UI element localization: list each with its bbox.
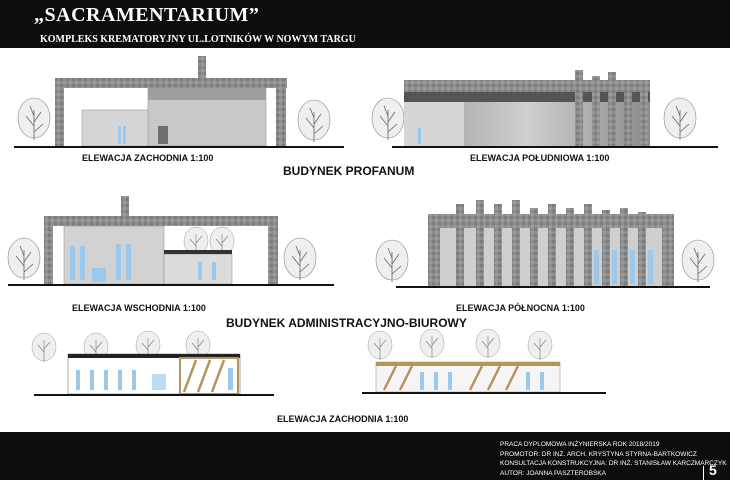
credit-line: AUTOR: JOANNA PASZTEROBSKA	[500, 469, 606, 477]
section-heading-administracyjny: BUDYNEK ADMINISTRACYJNO-BIUROWY	[226, 316, 467, 330]
credit-line: PROMOTOR: DR INŻ. ARCH. KRYSTYNA STYRNA-…	[500, 450, 697, 458]
caption-elewacja-zachodnia-admin: ELEWACJA ZACHODNIA 1:100	[277, 414, 409, 424]
elevation-wschodnia-drawing	[7, 196, 334, 286]
caption-elewacja-zachodnia: ELEWACJA ZACHODNIA 1:100	[82, 153, 214, 163]
header-bar: „SACRAMENTARIUM” KOMPLEKS KREMATORYJNY U…	[0, 0, 730, 48]
project-title: „SACRAMENTARIUM”	[34, 4, 260, 26]
section-heading-profanum: BUDYNEK PROFANUM	[283, 164, 415, 178]
page-divider	[703, 466, 704, 480]
caption-elewacja-polnocna: ELEWACJA PÓŁNOCNA 1:100	[456, 303, 585, 313]
elevation-poludniowa-drawing	[371, 70, 718, 148]
credit-line: KONSULTACJA KONSTRUKCYJNA: DR INŻ. STANI…	[500, 460, 727, 467]
project-subtitle: KOMPLEKS KREMATORYJNY UL.LOTNIKÓW W NOWY…	[40, 34, 356, 45]
credits-block: PRACA DYPLOMOWA INŻYNIERSKA ROK 2018/201…	[500, 440, 727, 478]
page-number: 5	[709, 462, 717, 478]
caption-elewacja-wschodnia: ELEWACJA WSCHODNIA 1:100	[72, 303, 206, 313]
footer-bar: PRACA DYPLOMOWA INŻYNIERSKA ROK 2018/201…	[0, 432, 730, 480]
caption-elewacja-poludniowa: ELEWACJA POŁUDNIOWA 1:100	[470, 153, 610, 163]
elevation-zachodnia-drawing	[14, 56, 344, 148]
elevation-zachodnia-admin-drawing	[31, 328, 606, 396]
elevation-polnocna-drawing	[375, 200, 715, 288]
credit-line: PRACA DYPLOMOWA INŻYNIERSKA ROK 2018/201…	[500, 441, 660, 448]
